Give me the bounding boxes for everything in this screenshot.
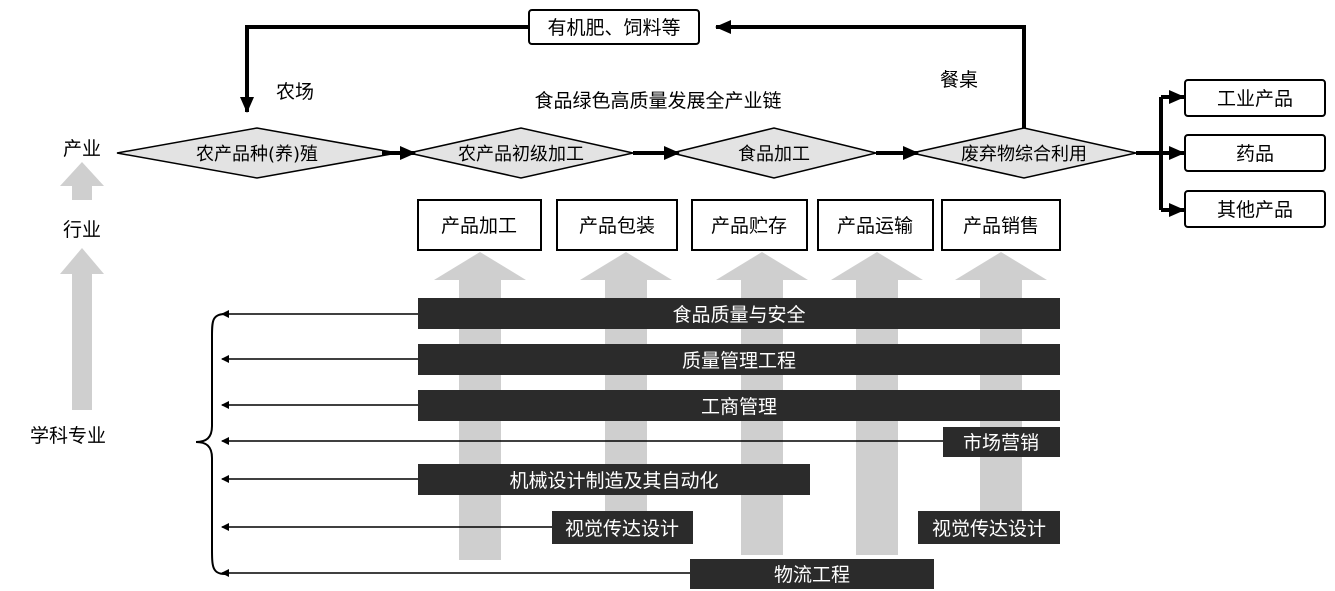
major-bar: 物流工程	[690, 559, 934, 589]
major-label: 视觉传达设计	[932, 518, 1046, 540]
chain-title: 食品绿色高质量发展全产业链	[534, 90, 781, 112]
chain-item-label: 农产品初级加工	[458, 144, 584, 165]
chain-item-label: 食品加工	[738, 144, 810, 165]
chain-diamond: 农产品种(养)殖	[116, 127, 398, 179]
stage-box: 产品运输	[817, 199, 934, 251]
major-label: 工商管理	[701, 396, 777, 418]
up-arrow-large	[60, 248, 104, 410]
major-bar: 机械设计制造及其自动化	[418, 464, 810, 495]
discipline-brace	[195, 313, 226, 575]
stage-label: 产品包装	[579, 215, 655, 237]
stage-support-arrow	[580, 252, 672, 515]
major-label: 市场营销	[963, 432, 1039, 454]
output-box: 药品	[1184, 134, 1326, 172]
major-bar: 食品质量与安全	[418, 298, 1060, 329]
major-bar: 视觉传达设计	[552, 511, 693, 544]
major-bar: 工商管理	[418, 390, 1060, 421]
stage-support-arrow	[955, 252, 1047, 515]
major-label: 视觉传达设计	[565, 518, 679, 540]
stage-label: 产品运输	[837, 215, 913, 237]
major-bar: 质量管理工程	[418, 344, 1060, 375]
stage-box: 产品加工	[417, 199, 542, 251]
discipline-label: 学科专业	[30, 425, 106, 447]
major-label: 质量管理工程	[682, 350, 796, 372]
chain-item-label: 农产品种(养)殖	[196, 143, 318, 165]
loop-arrow-right	[715, 20, 1026, 135]
stage-label: 产品加工	[441, 215, 517, 237]
loop-arrow-left	[240, 25, 529, 113]
stage-label: 产品贮存	[711, 215, 787, 237]
major-bar: 视觉传达设计	[918, 511, 1060, 544]
major-label: 食品质量与安全	[672, 304, 805, 326]
trade-label: 行业	[63, 219, 101, 241]
major-label: 机械设计制造及其自动化	[509, 470, 718, 492]
up-arrow-small	[60, 162, 104, 200]
stage-box: 产品销售	[941, 199, 1061, 251]
output-label: 药品	[1236, 143, 1274, 165]
industry-label: 产业	[63, 138, 101, 160]
output-label: 工业产品	[1217, 88, 1293, 110]
chain-item-label: 废弃物综合利用	[961, 144, 1087, 165]
stage-label: 产品销售	[963, 215, 1039, 237]
major-label: 物流工程	[774, 564, 850, 586]
output-box: 其他产品	[1184, 190, 1326, 228]
major-bar: 市场营销	[943, 427, 1060, 457]
output-box: 工业产品	[1184, 79, 1326, 117]
chain-diamond: 废弃物综合利用	[911, 127, 1137, 179]
stage-box: 产品贮存	[691, 199, 808, 251]
table-label: 餐桌	[940, 69, 978, 91]
output-label: 其他产品	[1217, 199, 1293, 221]
chain-diamond: 农产品初级加工	[408, 127, 634, 179]
loop-label: 有机肥、饲料等	[547, 17, 680, 39]
chain-diamond: 食品加工	[671, 127, 877, 179]
farm-label: 农场	[276, 81, 314, 103]
stage-box: 产品包装	[556, 199, 678, 251]
